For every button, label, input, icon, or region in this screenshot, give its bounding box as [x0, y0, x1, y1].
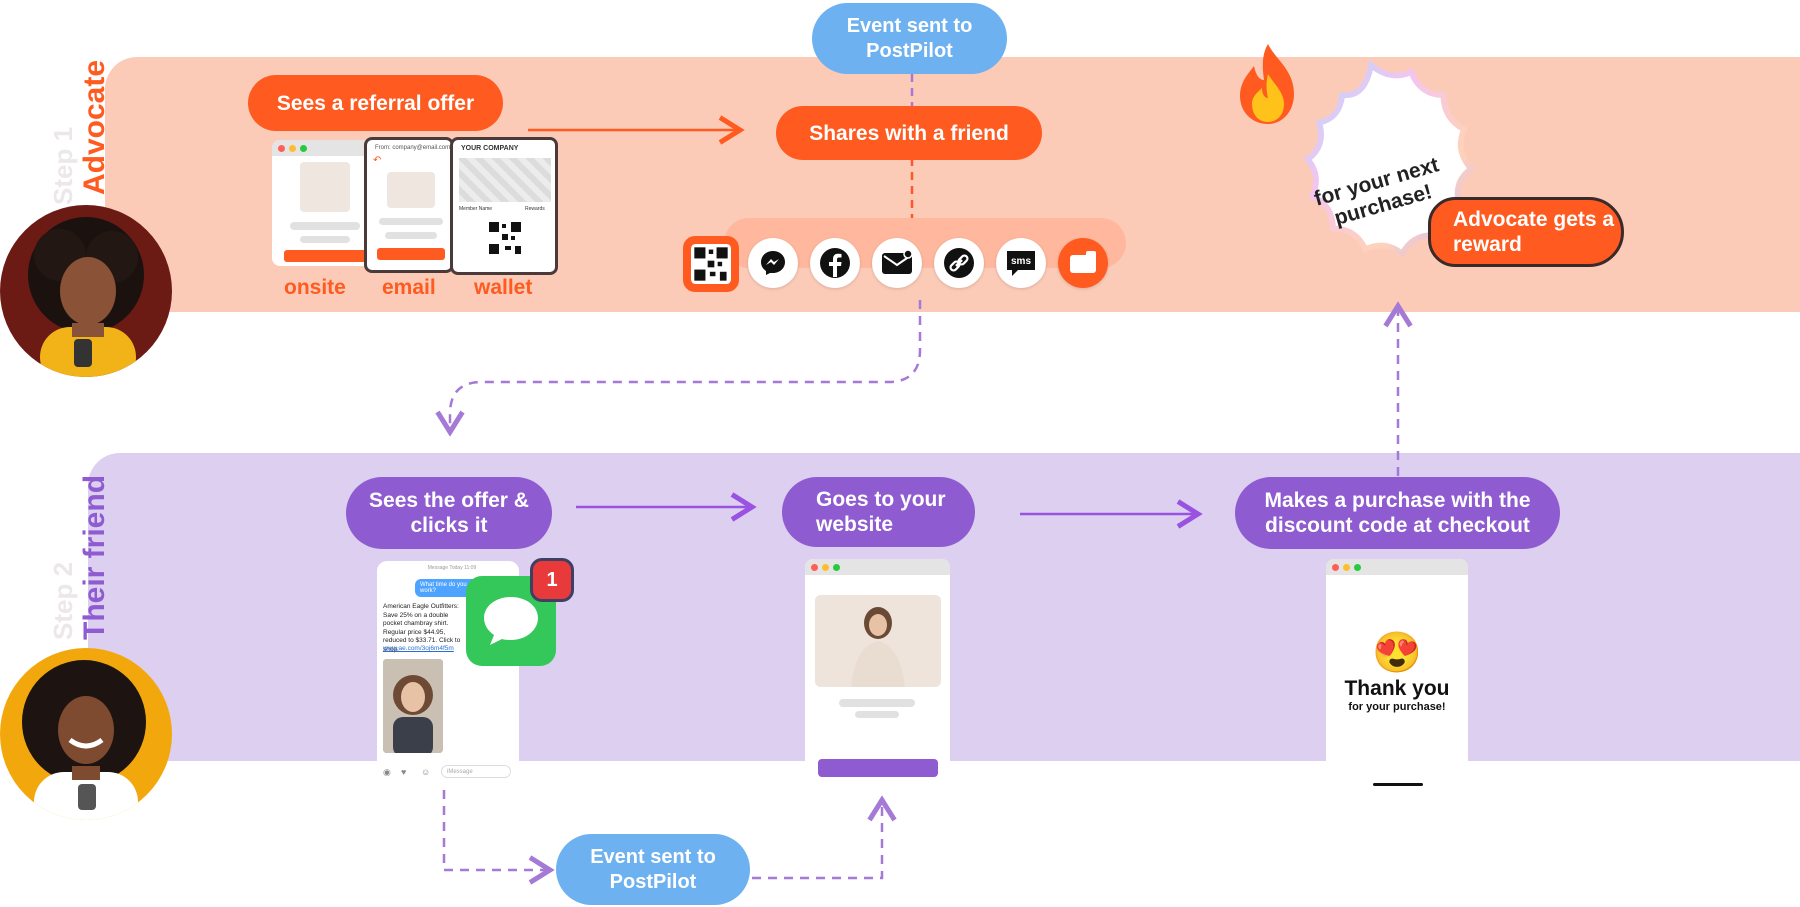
thankyou-subtitle: for your purchase!: [1348, 701, 1446, 713]
caption-onsite: onsite: [284, 276, 346, 299]
email-icon[interactable]: [872, 238, 922, 288]
camera-icon[interactable]: ◉: [383, 767, 391, 777]
message-photo: [383, 659, 443, 753]
email-mockup: From: company@email.com ↶: [364, 137, 454, 273]
friend-avatar: [0, 648, 172, 820]
message-header: Message Today 11:09: [427, 565, 477, 571]
message-link[interactable]: www.ae.com/3oj6m4f5m: [383, 645, 454, 652]
link-icon[interactable]: [934, 238, 984, 288]
sms-icon-label: sms: [1011, 256, 1031, 267]
step-advocate-gets-reward: Advocate gets a reward: [1428, 197, 1624, 267]
caption-wallet: wallet: [474, 276, 533, 299]
message-mockup: Message Today 11:09 What time do you get…: [377, 561, 519, 790]
home-indicator: [1373, 783, 1423, 786]
wallet-rewards: Rewards: [525, 206, 545, 212]
email-cta: [377, 248, 445, 260]
step-makes-purchase: Makes a purchase with the discount code …: [1235, 477, 1560, 549]
message-input[interactable]: iMessage: [441, 765, 511, 778]
messenger-icon[interactable]: [748, 238, 798, 288]
step-sees-offer-clicks: Sees the offer & clicks it: [346, 477, 552, 549]
website-product-image: [815, 595, 941, 687]
step-goes-to-website: Goes to your website: [782, 477, 975, 547]
notification-badge: 1: [530, 558, 574, 602]
appstore-icon[interactable]: ♥: [401, 767, 407, 777]
message-body: American Eagle Outfitters: Save 25% on a…: [383, 603, 461, 653]
thankyou-mockup: 😍 Thank you for your purchase!: [1326, 559, 1468, 790]
step-sees-referral-offer: Sees a referral offer: [248, 75, 503, 131]
sms-icon[interactable]: sms: [996, 238, 1046, 288]
wallet-pattern: [459, 158, 551, 202]
event-sent-bottom: Event sent to PostPilot: [556, 834, 750, 905]
onsite-mockup: [272, 140, 377, 266]
thankyou-title: Thank you: [1344, 677, 1450, 700]
video-icon[interactable]: [1058, 238, 1108, 288]
email-product-image: [387, 172, 435, 208]
memoji-icon[interactable]: ☺: [421, 767, 431, 777]
facebook-icon[interactable]: [810, 238, 860, 288]
website-cta[interactable]: [818, 759, 938, 777]
reply-icon: ↶: [373, 155, 382, 166]
heart-eyes-emoji-icon: 😍: [1372, 631, 1422, 675]
fire-icon: [1232, 40, 1304, 126]
onsite-product-image: [300, 162, 350, 212]
wallet-member: Member Name: [459, 206, 493, 212]
website-mockup: [805, 559, 950, 790]
wallet-qr-icon: [487, 220, 523, 256]
reward-badge: for your next purchase!: [1232, 48, 1498, 280]
caption-email: email: [382, 276, 436, 299]
onsite-cta: [284, 250, 368, 262]
email-from: From: company@email.com: [375, 145, 451, 151]
wallet-brand: YOUR COMPANY: [461, 145, 519, 152]
event-sent-top: Event sent to PostPilot: [812, 3, 1007, 74]
advocate-avatar: [0, 205, 172, 377]
wallet-mockup: YOUR COMPANY Member Name Rewards: [450, 137, 558, 275]
qr-code-icon[interactable]: [683, 236, 739, 292]
step-shares-with-friend: Shares with a friend: [776, 106, 1042, 160]
